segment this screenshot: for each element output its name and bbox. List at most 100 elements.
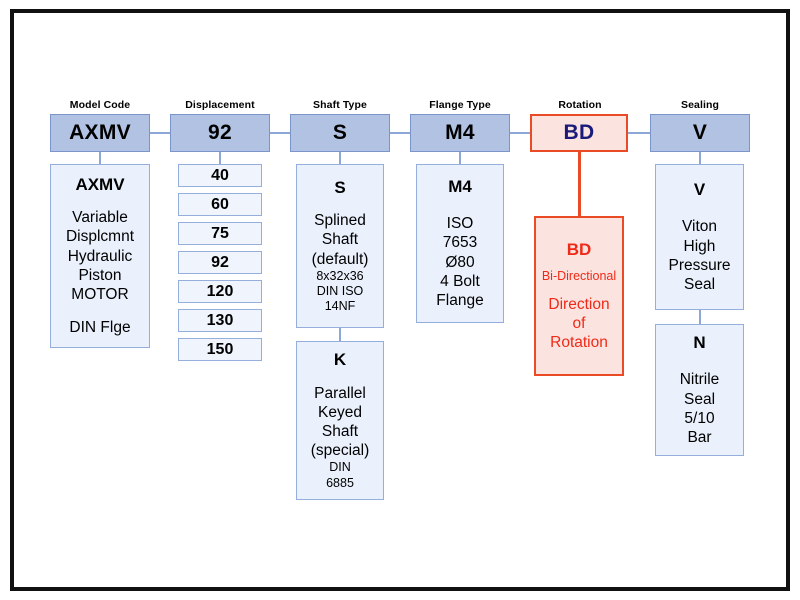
detail-box-seal-n[interactable]: N Nitrile Seal 5/10 Bar xyxy=(655,324,744,456)
detail-header-flange-m4: M4 xyxy=(448,176,472,196)
code-box-rotation[interactable]: BD xyxy=(530,114,628,152)
drop-flange xyxy=(459,152,461,164)
detail-line: 4 Bolt xyxy=(440,272,480,290)
detail-line: Displcmnt xyxy=(65,228,135,246)
detail-header-shaft-s: S xyxy=(334,177,346,197)
detail-line: Splined xyxy=(314,212,366,230)
code-value-shaft-type: S xyxy=(332,121,348,144)
detail-line: 14NF xyxy=(324,299,356,314)
option-displacement-92[interactable]: 92 xyxy=(178,251,262,274)
link-shaft-s-to-k xyxy=(339,327,341,341)
connector-model-to-displacement xyxy=(150,132,170,134)
column-label-sealing: Sealing xyxy=(680,99,720,111)
detail-line: DIN Flge xyxy=(69,319,131,337)
detail-line: Shaft xyxy=(321,231,359,249)
detail-line: 5/10 xyxy=(684,409,715,427)
drop-displacement xyxy=(219,152,221,164)
code-value-rotation: BD xyxy=(563,121,595,144)
detail-box-seal-v[interactable]: V Viton High Pressure Seal xyxy=(655,164,744,310)
code-value-flange-type: M4 xyxy=(445,121,475,144)
detail-line: (default) xyxy=(311,250,369,268)
detail-line: (special) xyxy=(310,442,370,460)
detail-header-seal-n: N xyxy=(693,332,706,352)
column-label-model-code: Model Code xyxy=(69,99,131,111)
detail-line: Bar xyxy=(687,428,712,446)
detail-line: 6885 xyxy=(326,475,354,490)
code-box-model-code[interactable]: AXMV xyxy=(50,114,150,152)
detail-line: DIN xyxy=(329,460,351,475)
detail-line: Bi-Directional xyxy=(541,269,617,284)
detail-line: Rotation xyxy=(550,334,608,351)
detail-line: of xyxy=(572,314,586,332)
detail-line: Hydraulic xyxy=(67,247,133,265)
code-box-shaft-type[interactable]: S xyxy=(290,114,390,152)
detail-header-seal-v: V xyxy=(693,179,706,199)
detail-line: Ø80 xyxy=(445,253,475,271)
detail-line: Flange xyxy=(436,292,484,310)
connector-flange-to-rotation xyxy=(510,132,532,134)
detail-line: 7653 xyxy=(442,234,478,252)
detail-line: Parallel xyxy=(314,384,366,402)
detail-line: High xyxy=(683,237,716,255)
detail-lines-seal-v: Viton High Pressure Seal xyxy=(668,217,730,294)
detail-box-flange-m4[interactable]: M4 ISO 7653 Ø80 4 Bolt Flange xyxy=(416,164,504,323)
drop-shaft xyxy=(339,152,341,164)
detail-box-shaft-k[interactable]: K Parallel Keyed Shaft (special) DIN 688… xyxy=(296,341,384,500)
code-box-sealing[interactable]: V xyxy=(650,114,750,152)
option-displacement-40[interactable]: 40 xyxy=(178,164,262,187)
detail-line: Seal xyxy=(683,390,716,408)
code-value-sealing: V xyxy=(692,121,708,144)
column-label-shaft-type: Shaft Type xyxy=(313,99,367,111)
option-displacement-75[interactable]: 75 xyxy=(178,222,262,245)
detail-line: ISO xyxy=(446,215,474,233)
detail-box-axmv[interactable]: AXMV Variable Displcmnt Hydraulic Piston… xyxy=(50,164,150,348)
column-label-flange-type: Flange Type xyxy=(429,99,491,111)
detail-header-rotation-bd: BD xyxy=(566,239,592,259)
code-box-flange-type[interactable]: M4 xyxy=(410,114,510,152)
detail-box-shaft-s[interactable]: S Splined Shaft (default) 8x32x36 DIN IS… xyxy=(296,164,384,328)
option-value: 120 xyxy=(206,282,234,300)
detail-spec-rotation: Bi-Directional xyxy=(542,269,616,284)
drop-sealing xyxy=(699,152,701,164)
column-label-rotation: Rotation xyxy=(558,99,602,111)
column-label-displacement: Displacement xyxy=(185,99,255,111)
detail-lines-seal-n: Nitrile Seal 5/10 Bar xyxy=(680,370,720,447)
connector-displacement-to-shaft xyxy=(270,132,290,134)
code-box-displacement[interactable]: 92 xyxy=(170,114,270,152)
option-displacement-120[interactable]: 120 xyxy=(178,280,262,303)
option-displacement-150[interactable]: 150 xyxy=(178,338,262,361)
detail-line: 8x32x36 xyxy=(316,268,364,283)
detail-lines-axmv: Variable Displcmnt Hydraulic Piston MOTO… xyxy=(66,208,134,304)
detail-header-shaft-k: K xyxy=(333,350,347,370)
link-sealing-v-to-n xyxy=(699,310,701,324)
drop-rotation xyxy=(578,152,581,216)
detail-line: DIN ISO xyxy=(316,283,364,298)
detail-lines-axmv-flange: DIN Flge xyxy=(69,318,130,337)
detail-spec-shaft-k: DIN 6885 xyxy=(326,460,354,491)
detail-line: Viton xyxy=(681,218,718,236)
detail-lines-rotation: Direction of Rotation xyxy=(548,295,609,353)
option-displacement-130[interactable]: 130 xyxy=(178,309,262,332)
detail-line: Shaft xyxy=(321,423,359,441)
option-value: 40 xyxy=(211,166,229,184)
code-value-model-code: AXMV xyxy=(69,121,131,144)
option-value: 60 xyxy=(211,195,229,213)
detail-line: Direction xyxy=(548,295,610,313)
detail-lines-shaft-k: Parallel Keyed Shaft (special) xyxy=(311,384,370,461)
detail-line: Nitrile xyxy=(679,371,720,389)
detail-lines-flange-m4: ISO 7653 Ø80 4 Bolt Flange xyxy=(436,214,483,310)
detail-line: Seal xyxy=(683,275,716,293)
option-value: 92 xyxy=(211,253,229,271)
connector-shaft-to-flange xyxy=(390,132,410,134)
option-displacement-60[interactable]: 60 xyxy=(178,193,262,216)
detail-line: Variable xyxy=(72,209,128,227)
detail-line: Pressure xyxy=(668,256,731,274)
detail-line: MOTOR xyxy=(71,285,129,303)
option-value: 130 xyxy=(206,311,234,329)
connector-rotation-to-sealing xyxy=(628,132,650,134)
detail-header-axmv: AXMV xyxy=(75,174,125,194)
detail-line: Piston xyxy=(78,266,122,284)
detail-box-rotation-bd[interactable]: BD Bi-Directional Direction of Rotation xyxy=(534,216,624,376)
detail-lines-shaft-s: Splined Shaft (default) xyxy=(312,211,369,269)
